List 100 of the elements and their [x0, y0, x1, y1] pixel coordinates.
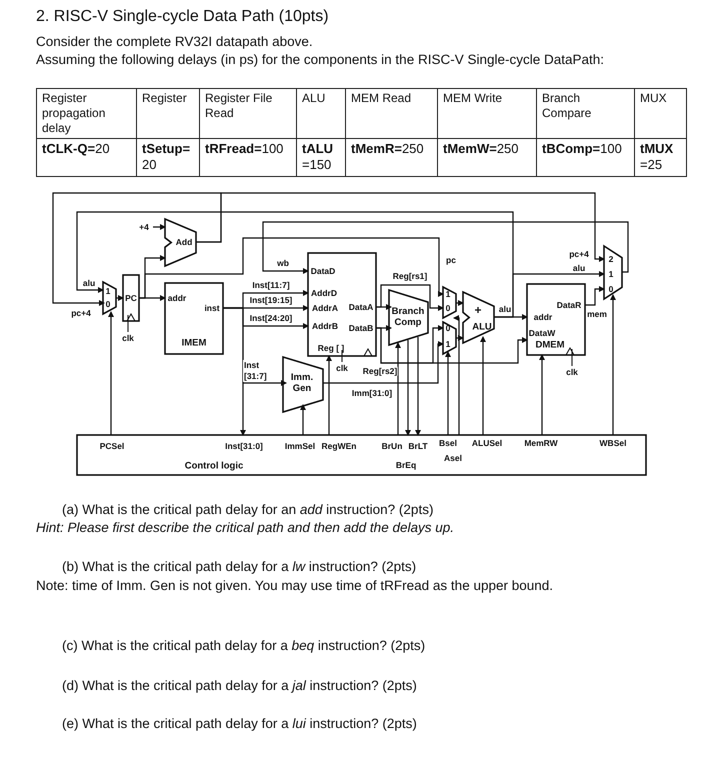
memory-block: [527, 284, 585, 355]
table-cell: tSetup= 20: [136, 138, 200, 176]
block-label: Branch Comp: [390, 307, 426, 329]
imm-gen-block: [283, 357, 323, 412]
signal-label: BrLT: [408, 442, 428, 450]
mux-input-label: 0: [608, 284, 614, 294]
wire-label: alu: [82, 278, 96, 288]
wire-arrow: [262, 221, 629, 274]
title-text: 2. RISC-V Single-cycle Data Path (10pts): [36, 8, 329, 26]
wire-label: mem: [586, 310, 608, 318]
memory-block: [165, 283, 223, 354]
table-cell: tMUX =25: [634, 138, 686, 176]
mux-symbol: [604, 246, 622, 299]
wire-arrow: [52, 192, 222, 306]
wire-arrow: [326, 355, 332, 435]
signal-label: BrEq: [396, 460, 416, 470]
mux-input-label: 1: [608, 270, 614, 278]
table-cell: ALU: [296, 88, 346, 138]
wire-label: Inst[19:15]: [248, 296, 294, 304]
mux-symbol: [443, 287, 456, 318]
table-cell: Register propagation delay: [36, 88, 136, 138]
wire-label: Imm[31:0]: [350, 388, 394, 398]
port-label: AddrD: [311, 288, 337, 298]
signal-label: Asel: [444, 454, 462, 462]
wire-arrow: [539, 354, 545, 435]
signal-label: Inst[31:0]: [225, 442, 263, 450]
block-label: IMEM: [182, 338, 206, 348]
signal-label: Control logic: [184, 461, 244, 471]
table-cell: MEM Read: [346, 88, 438, 138]
port-label: AddrA: [312, 304, 338, 312]
table-cell: Register: [136, 88, 200, 138]
wire-arrow: [323, 341, 444, 384]
register-file-block: [308, 253, 376, 356]
wire-label: pc+4: [70, 308, 92, 318]
wire-label: Inst[24:20]: [248, 314, 294, 322]
question-text: (e) What is the critical path delay for a lui instruction? (2pts): [62, 716, 417, 731]
block-label: ALU: [472, 322, 492, 332]
wire-arrow: [223, 307, 246, 436]
port-label: inst: [204, 304, 220, 312]
mux-input-label: 1: [446, 340, 450, 348]
mux-input-label: 1: [446, 290, 450, 298]
question-text: (b) What is the critical path delay for a lw instruction? (2pts): [62, 559, 416, 574]
signal-label: WBSel: [600, 438, 626, 448]
wire-arrow: [139, 237, 444, 299]
table-cell: MUX: [634, 88, 686, 138]
wire-arrow: [395, 342, 401, 435]
wire-arrow: [300, 404, 306, 435]
table-cell: MEM Write: [438, 88, 536, 138]
port-label: AddrB: [312, 322, 338, 330]
clock-label: clk: [336, 364, 348, 372]
wire-arrow: [456, 335, 464, 341]
table-cell: tBComp=100: [536, 138, 634, 176]
wire-label: alu: [572, 264, 586, 272]
port-label: +: [474, 304, 482, 316]
block-label: Add: [176, 238, 192, 246]
table-cell: tMemW=250: [438, 138, 536, 176]
wire-arrow: [376, 327, 528, 364]
block-label: Imm. Gen: [290, 373, 314, 395]
clock-label: clk: [122, 334, 134, 342]
alu-block: [463, 292, 494, 343]
signal-label: Bsel: [439, 438, 457, 448]
port-label: DataW: [528, 328, 556, 338]
wire-arrow: [196, 192, 605, 262]
wire-arrow: [376, 284, 444, 311]
mux-symbol: [443, 322, 456, 354]
wire-arrow: [108, 311, 114, 435]
intro-text: Consider the complete RV32I datapath above.: [36, 34, 313, 49]
mux-input-label: 2: [608, 254, 614, 264]
mux-input-label: 0: [446, 304, 450, 312]
port-label: DataB: [348, 324, 374, 332]
question-text: (a) What is the critical path delay for an add instruction? (2pts): [62, 502, 434, 517]
wire-label: Reg[rs1]: [392, 272, 428, 280]
port-label: DataD: [310, 266, 336, 276]
wire-arrow: [610, 294, 616, 435]
adder-block: [165, 219, 196, 266]
wire-label: Reg[rs2]: [362, 366, 398, 376]
question-text: (d) What is the critical path delay for a jal instruction? (2pts): [62, 678, 417, 693]
signal-label: PCSel: [100, 442, 124, 450]
wire-arrow: [405, 340, 411, 436]
wire-arrow: [585, 286, 605, 306]
wire-label: Inst[11:7]: [251, 280, 291, 290]
port-label: DMEM: [535, 340, 565, 350]
wire-arrow: [453, 315, 460, 435]
clock-label: clk: [566, 368, 578, 376]
port-label: DataR: [556, 300, 582, 310]
wire-label: +4: [138, 222, 150, 232]
intro-text: Assuming the following delays (in ps) for the components in the RISC-V Single-cycle DataPath:: [36, 52, 604, 67]
table-cell: tCLK-Q=20: [36, 138, 136, 176]
table-cell: tRFread=100: [200, 138, 296, 176]
wire-label: wb: [276, 258, 290, 268]
wire-arrow: [480, 336, 486, 435]
block-label: PC: [125, 294, 137, 302]
signal-label: RegWEn: [322, 442, 356, 450]
signal-label: ImmSel: [284, 442, 316, 450]
wire-arrow: [76, 211, 514, 318]
question-text: (c) What is the critical path delay for a beq instruction? (2pts): [62, 638, 426, 653]
table-cell: tALU =150: [296, 138, 346, 176]
mux-input-label: 0: [106, 300, 110, 308]
mux-symbol: [103, 282, 116, 314]
port-label: addr: [534, 312, 552, 322]
